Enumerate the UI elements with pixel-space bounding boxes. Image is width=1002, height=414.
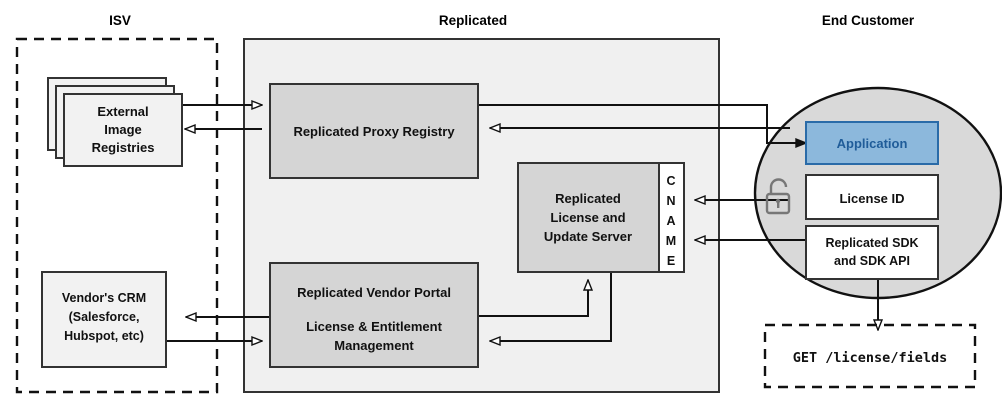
license-server-line-1: Replicated	[555, 191, 621, 206]
vendors-crm-box[interactable]: Vendor's CRM (Salesforce, Hubspot, etc)	[41, 271, 167, 368]
api-request-box[interactable]: GET /license/fields	[763, 323, 977, 389]
replicated-license-update-server-box[interactable]: Replicated License and Update Server	[517, 162, 660, 273]
crm-line-2: (Salesforce,	[69, 310, 140, 324]
connector-portal-to-license-server	[478, 280, 588, 317]
cname-letter-n: N	[666, 194, 675, 208]
cname-letter-m: M	[666, 234, 676, 248]
external-image-registries[interactable]: External Image Registries	[47, 77, 183, 167]
registries-line-3: Registries	[92, 140, 155, 155]
unlock-icon	[765, 178, 791, 215]
application-box[interactable]: Application	[805, 121, 939, 165]
replicated-vendor-portal-box[interactable]: Replicated Vendor Portal License & Entit…	[269, 262, 479, 368]
isv-region	[15, 37, 219, 394]
header-replicated: Replicated	[439, 13, 507, 28]
header-end-customer: End Customer	[822, 13, 915, 28]
registries-line-2: Image	[104, 122, 142, 137]
application-label: Application	[837, 136, 908, 151]
header-isv: ISV	[109, 13, 131, 28]
crm-line-3: Hubspot, etc)	[64, 329, 144, 343]
license-id-box[interactable]: License ID	[805, 174, 939, 220]
vendor-portal-line-1: Replicated Vendor Portal	[297, 285, 451, 300]
cname-letter-c: C	[666, 174, 675, 188]
registries-line-1: External	[97, 104, 148, 119]
sdk-line-2: and SDK API	[834, 254, 910, 268]
license-server-line-2: License and	[550, 210, 625, 225]
cname-letter-e: E	[667, 254, 675, 268]
connector-proxy-to-application	[478, 104, 806, 143]
connector-license-server-to-portal	[490, 272, 612, 341]
api-request-label: GET /license/fields	[793, 350, 947, 366]
crm-line-1: Vendor's CRM	[62, 291, 146, 305]
proxy-registry-label: Replicated Proxy Registry	[293, 124, 455, 139]
cname-letter-a: A	[666, 214, 675, 228]
sdk-line-1: Replicated SDK	[825, 236, 918, 250]
vendor-portal-line-3: Management	[334, 338, 414, 353]
replicated-proxy-registry-box[interactable]: Replicated Proxy Registry	[269, 83, 479, 179]
license-id-label: License ID	[839, 191, 904, 206]
cname-strip[interactable]: C N A M E	[658, 162, 685, 273]
replicated-sdk-box[interactable]: Replicated SDK and SDK API	[805, 225, 939, 280]
license-server-line-3: Update Server	[544, 229, 632, 244]
vendor-portal-line-2: License & Entitlement	[306, 319, 442, 334]
